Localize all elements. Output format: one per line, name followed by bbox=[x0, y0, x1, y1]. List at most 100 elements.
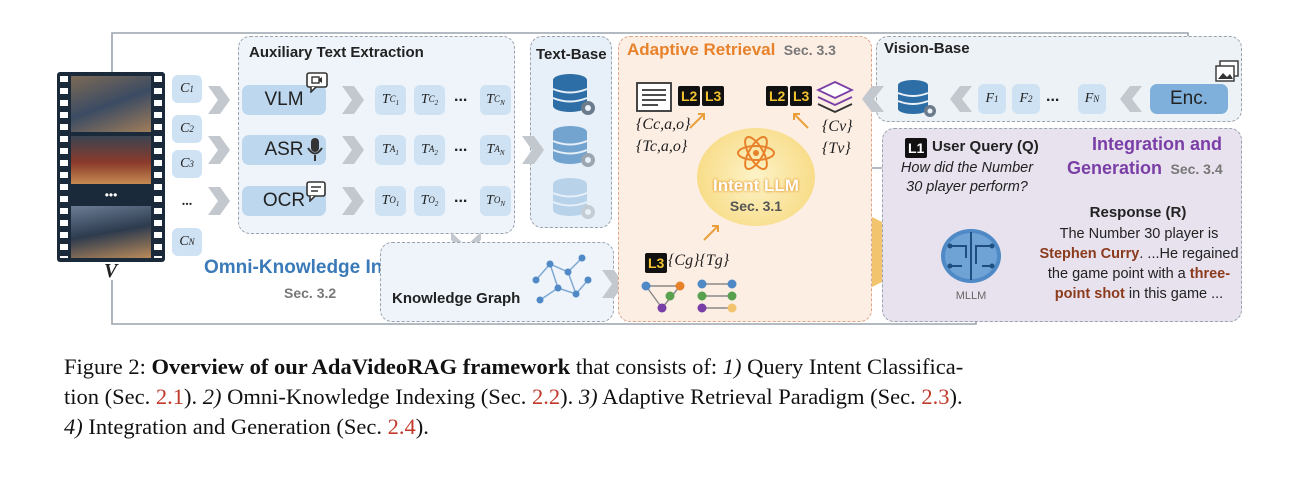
brain-chip-icon bbox=[941, 229, 1001, 283]
caption-italic: 1) bbox=[722, 354, 742, 379]
clip-token: ... bbox=[181, 194, 193, 209]
response-line-3: the game point with a three- bbox=[1036, 264, 1242, 284]
caption-text: tion (Sec. bbox=[64, 384, 156, 409]
intent-llm-label: Intent LLM bbox=[713, 176, 799, 195]
level-tag-l3: L3 bbox=[645, 253, 668, 273]
text-sets-c: {Cc,a,o} bbox=[636, 116, 691, 133]
level-tag-l2: L2 bbox=[766, 86, 789, 106]
caption-italic: 2) bbox=[202, 384, 222, 409]
response-line-1: The Number 30 player is bbox=[1036, 224, 1242, 244]
response-text: the game point with a bbox=[1047, 266, 1190, 282]
level-tag-l1: L1 bbox=[905, 138, 928, 158]
response-text: in this game ... bbox=[1124, 286, 1224, 302]
video-label: V bbox=[104, 260, 118, 282]
video-filmstrip: ••• bbox=[57, 72, 165, 262]
caption-italic: 4) bbox=[64, 414, 83, 439]
chevron-right-icon bbox=[340, 185, 366, 222]
level-tag-l2: L2 bbox=[678, 86, 701, 106]
token-ellipsis: ... bbox=[454, 138, 468, 155]
document-list-icon bbox=[636, 82, 672, 112]
caption-text: Figure 2: bbox=[64, 354, 152, 379]
caption-bold: Overview of our AdaVideoRAG framework bbox=[151, 354, 571, 379]
caption-ref-link[interactable]: 2.4 bbox=[387, 414, 416, 439]
adaptive-retrieval-heading: Adaptive Retrieval Sec. 3.3 bbox=[627, 40, 836, 60]
caption-text: Omni-Knowledge Indexing (Sec. bbox=[221, 384, 533, 409]
caption-line-2: tion (Sec. 2.1). 2) Omni-Knowledge Index… bbox=[64, 382, 1264, 412]
caption-line-1: Figure 2: Overview of our AdaVideoRAG fr… bbox=[64, 352, 1264, 382]
pointer-hand-icon bbox=[703, 225, 719, 241]
pointer-hand-icon bbox=[689, 113, 705, 129]
database-icon bbox=[552, 126, 595, 167]
response-line-4: point shot in this game ... bbox=[1036, 284, 1242, 304]
chevron-right-icon bbox=[206, 185, 232, 222]
database-icon bbox=[552, 74, 595, 115]
response-highlight: point shot bbox=[1054, 286, 1125, 302]
integration-sec: Sec. 3.4 bbox=[1170, 161, 1223, 177]
auxiliary-text-extraction-title: Auxiliary Text Extraction bbox=[249, 44, 424, 61]
knowledge-graph-panel bbox=[380, 242, 614, 322]
vision-sets-c: {Cv} bbox=[822, 118, 853, 135]
vision-base-title: Vision-Base bbox=[884, 40, 970, 57]
caption-text: that consists of: bbox=[570, 354, 723, 379]
caption-text: Adaptive Retrieval Paradigm (Sec. bbox=[597, 384, 922, 409]
sprocket-right bbox=[154, 76, 162, 258]
layers-icon bbox=[816, 81, 854, 113]
video-frame-2 bbox=[71, 136, 151, 184]
adaptive-retrieval-sec: Sec. 3.3 bbox=[783, 42, 836, 58]
atom-icon bbox=[737, 136, 775, 170]
video-frame-dots: ••• bbox=[104, 188, 118, 202]
response-text: The Number 30 player is bbox=[1059, 226, 1219, 242]
caption-text: Integration and Generation (Sec. bbox=[82, 414, 388, 439]
video-frame-3 bbox=[71, 206, 151, 258]
caption-text: ). bbox=[183, 384, 203, 409]
token-ellipsis: ... bbox=[454, 88, 468, 105]
caption-text: ). bbox=[415, 414, 429, 439]
integration-title-1: Integration and bbox=[1092, 134, 1222, 154]
chevron-right-icon bbox=[522, 136, 544, 164]
caption-italic: 3) bbox=[578, 384, 598, 409]
microphone-icon bbox=[305, 137, 325, 168]
caption-ref-link[interactable]: 2.2 bbox=[532, 384, 561, 409]
feature-token: ... bbox=[1046, 88, 1060, 105]
caption-line-3: 4) Integration and Generation (Sec. 2.4)… bbox=[64, 412, 1264, 442]
pointer-hand-icon bbox=[793, 113, 809, 129]
user-query-text-2: 30 player perform? bbox=[906, 179, 1028, 195]
video-frame-1 bbox=[71, 76, 151, 132]
level-tag-l3: L3 bbox=[702, 86, 725, 106]
encoder-label: Enc. bbox=[1169, 88, 1209, 109]
caption-ref-link[interactable]: 2.1 bbox=[155, 384, 184, 409]
chevron-left-icon bbox=[950, 86, 972, 112]
intent-llm-circle bbox=[697, 128, 815, 226]
response-title: Response (R) bbox=[1089, 204, 1187, 221]
adaptive-retrieval-title: Adaptive Retrieval bbox=[627, 40, 776, 59]
caption-text: Query Intent Classifica- bbox=[741, 354, 964, 379]
vision-sets-t: {Tv} bbox=[822, 140, 851, 157]
text-chat-icon bbox=[305, 180, 327, 207]
chevron-right-icon bbox=[340, 134, 366, 171]
response-highlight: Stephen Curry bbox=[1039, 246, 1140, 262]
chevron-right-icon bbox=[206, 84, 232, 121]
chevron-left-icon bbox=[862, 86, 884, 112]
caption-ref-link[interactable]: 2.3 bbox=[921, 384, 950, 409]
encoder-box: Enc. bbox=[1150, 84, 1228, 114]
token-ellipsis: ... bbox=[454, 189, 468, 206]
intent-llm-sec: Sec. 3.1 bbox=[729, 198, 783, 214]
video-chat-icon bbox=[305, 71, 329, 98]
chevron-right-icon bbox=[206, 134, 232, 171]
integration-heading-2: Generation Sec. 3.4 bbox=[1067, 158, 1223, 179]
caption-text: ). bbox=[949, 384, 963, 409]
response-highlight: three- bbox=[1189, 266, 1231, 282]
